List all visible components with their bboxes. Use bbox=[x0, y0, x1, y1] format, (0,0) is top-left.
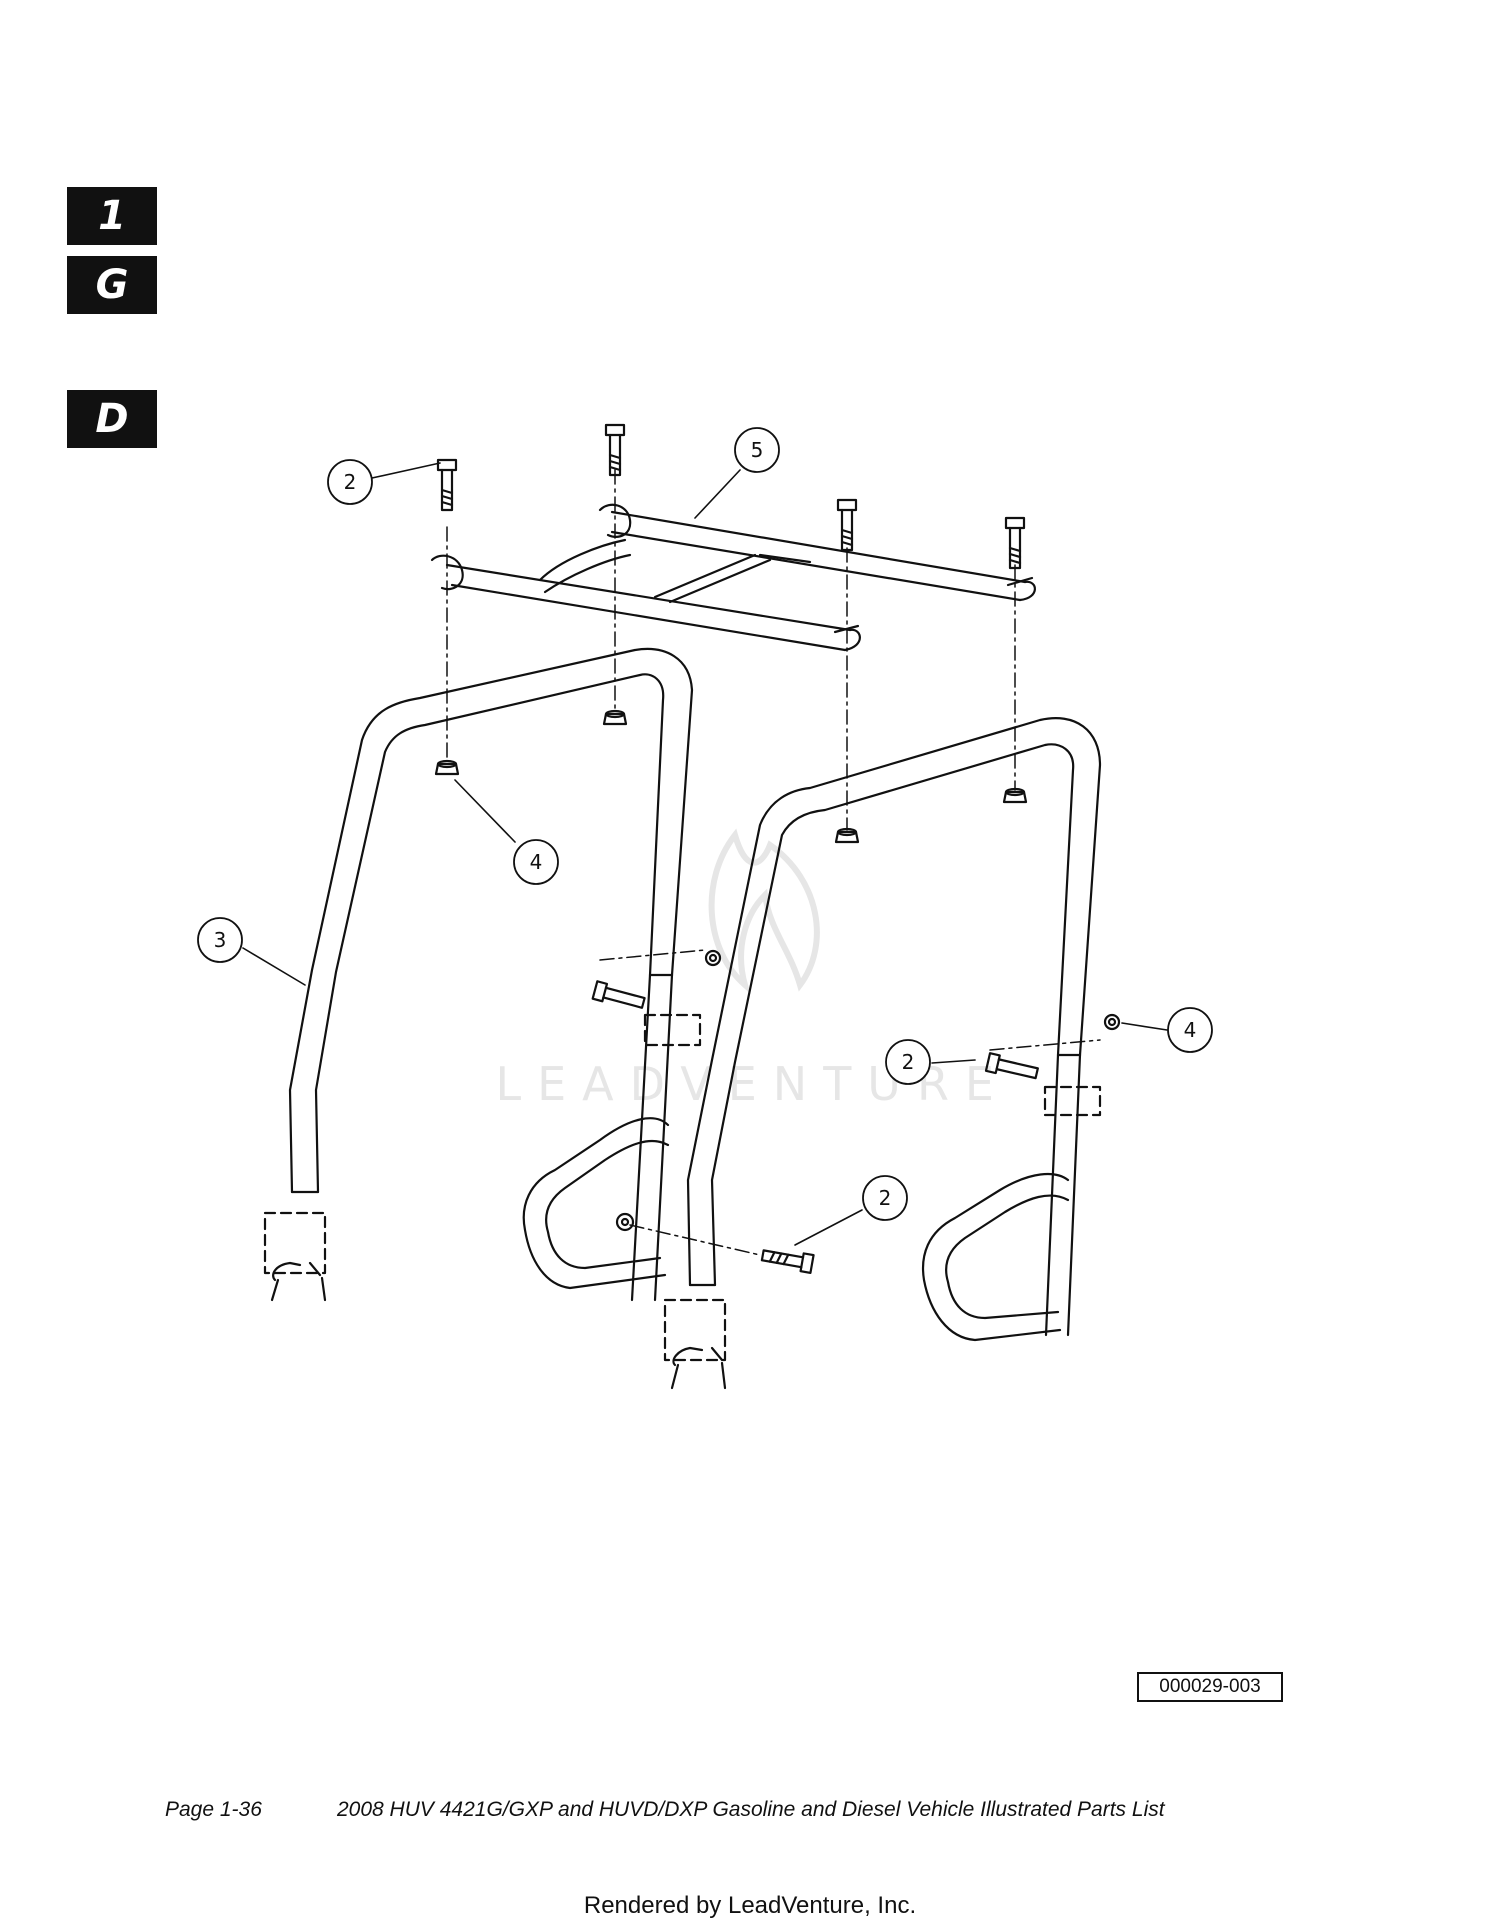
callout-2-bottom: 2 bbox=[862, 1175, 908, 1221]
callout-2-right: 2 bbox=[885, 1039, 931, 1085]
callout-3: 3 bbox=[197, 917, 243, 963]
svg-text:2: 2 bbox=[879, 1186, 892, 1210]
bolt bbox=[436, 458, 458, 512]
callouts: 2 5 4 3 4 2 2 bbox=[197, 427, 1213, 1221]
callout-4-right: 4 bbox=[1167, 1007, 1213, 1053]
section-tab-g[interactable]: G bbox=[67, 256, 157, 314]
section-tab-d[interactable]: D bbox=[67, 390, 157, 448]
bolt bbox=[836, 498, 858, 552]
section-tab-1[interactable]: 1 bbox=[67, 187, 157, 245]
nut bbox=[704, 949, 722, 967]
left-roll-bar bbox=[263, 647, 694, 1302]
callout-5: 5 bbox=[734, 427, 780, 473]
nut bbox=[1002, 787, 1028, 804]
right-roll-bar bbox=[663, 717, 1102, 1390]
svg-text:4: 4 bbox=[1184, 1018, 1197, 1042]
bolt bbox=[760, 1249, 815, 1274]
nut bbox=[834, 827, 860, 844]
nut bbox=[1103, 1013, 1121, 1031]
svg-text:5: 5 bbox=[751, 438, 764, 462]
nut bbox=[602, 709, 628, 726]
bolt bbox=[984, 1052, 1039, 1080]
left-step-frame bbox=[522, 973, 702, 1302]
rendered-by-credit: Rendered by LeadVenture, Inc. bbox=[583, 1892, 917, 1919]
callout-leaders bbox=[242, 462, 1168, 1246]
nuts bbox=[434, 709, 1121, 1232]
footer-document-title: 2008 HUV 4421G/GXP and HUVD/DXP Gasoline… bbox=[337, 1798, 1165, 1821]
bolts bbox=[436, 423, 1039, 1274]
svg-text:2: 2 bbox=[344, 470, 357, 494]
bolt bbox=[1004, 516, 1026, 570]
bolt bbox=[591, 980, 646, 1009]
right-step-frame bbox=[922, 1053, 1102, 1342]
callout-4-left: 4 bbox=[513, 839, 559, 885]
nut bbox=[615, 1212, 635, 1232]
footer-page-number: Page 1-36 bbox=[165, 1798, 262, 1821]
svg-text:4: 4 bbox=[530, 850, 543, 874]
svg-text:2: 2 bbox=[902, 1050, 915, 1074]
watermark-text: LEADVENTURE bbox=[495, 1057, 1010, 1111]
bolt bbox=[604, 423, 626, 477]
nut bbox=[434, 759, 460, 776]
figure-id-label: 000029-003 bbox=[1137, 1672, 1283, 1702]
top-frame bbox=[430, 503, 1036, 652]
alignment-lines bbox=[446, 469, 1101, 1256]
svg-text:3: 3 bbox=[214, 928, 227, 952]
callout-2-top-left: 2 bbox=[327, 459, 373, 505]
